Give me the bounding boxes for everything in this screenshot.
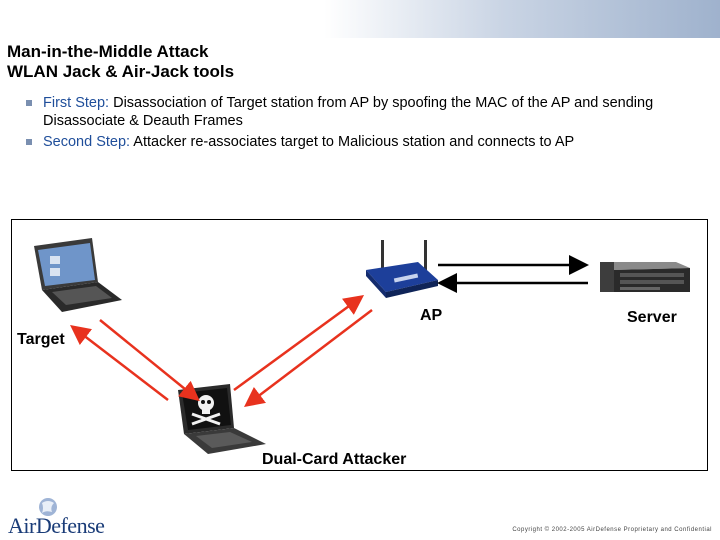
step-label: Second Step: [43, 134, 131, 150]
skull-laptop-icon [178, 384, 266, 454]
bullet-marker-icon [26, 139, 32, 145]
title-line-1: Man-in-the-Middle Attack [7, 42, 209, 61]
title-line-2: WLAN Jack & Air-Jack tools [7, 62, 235, 81]
ap-to-attacker-arrow [244, 309, 373, 408]
bullet-marker-icon [26, 100, 32, 106]
slide-title: Man-in-the-Middle Attack WLAN Jack & Air… [7, 42, 607, 82]
laptop-icon [34, 238, 122, 312]
copyright-text: Copyright © 2002-2005 AirDefense Proprie… [512, 527, 712, 533]
header-band [0, 0, 720, 38]
rack-server-icon [600, 262, 690, 292]
wireless-router-icon [366, 240, 438, 298]
target-to-attacker-arrow [99, 319, 200, 402]
bullet-first-step: First Step: Disassociation of Target sta… [26, 94, 706, 130]
bullet-second-step: Second Step: Attacker re-associates targ… [26, 133, 706, 151]
server-label: Server [627, 309, 677, 326]
attacker-to-target-arrow [70, 324, 169, 401]
bullet-list: First Step: Disassociation of Target sta… [26, 94, 706, 154]
airdefense-logo [39, 498, 57, 516]
target-label: Target [17, 331, 65, 348]
attacker-to-ap-arrow [233, 295, 365, 392]
step-label: First Step: [43, 95, 110, 111]
step-text: Disassociation of Target station from AP… [43, 95, 654, 129]
ap-label: AP [420, 307, 443, 324]
logo-text: AirDefense [8, 513, 105, 538]
attacker-label: Dual-Card Attacker [262, 451, 407, 468]
step-text: Attacker re-associates target to Malicio… [130, 134, 575, 150]
attack-diagram [11, 219, 708, 471]
